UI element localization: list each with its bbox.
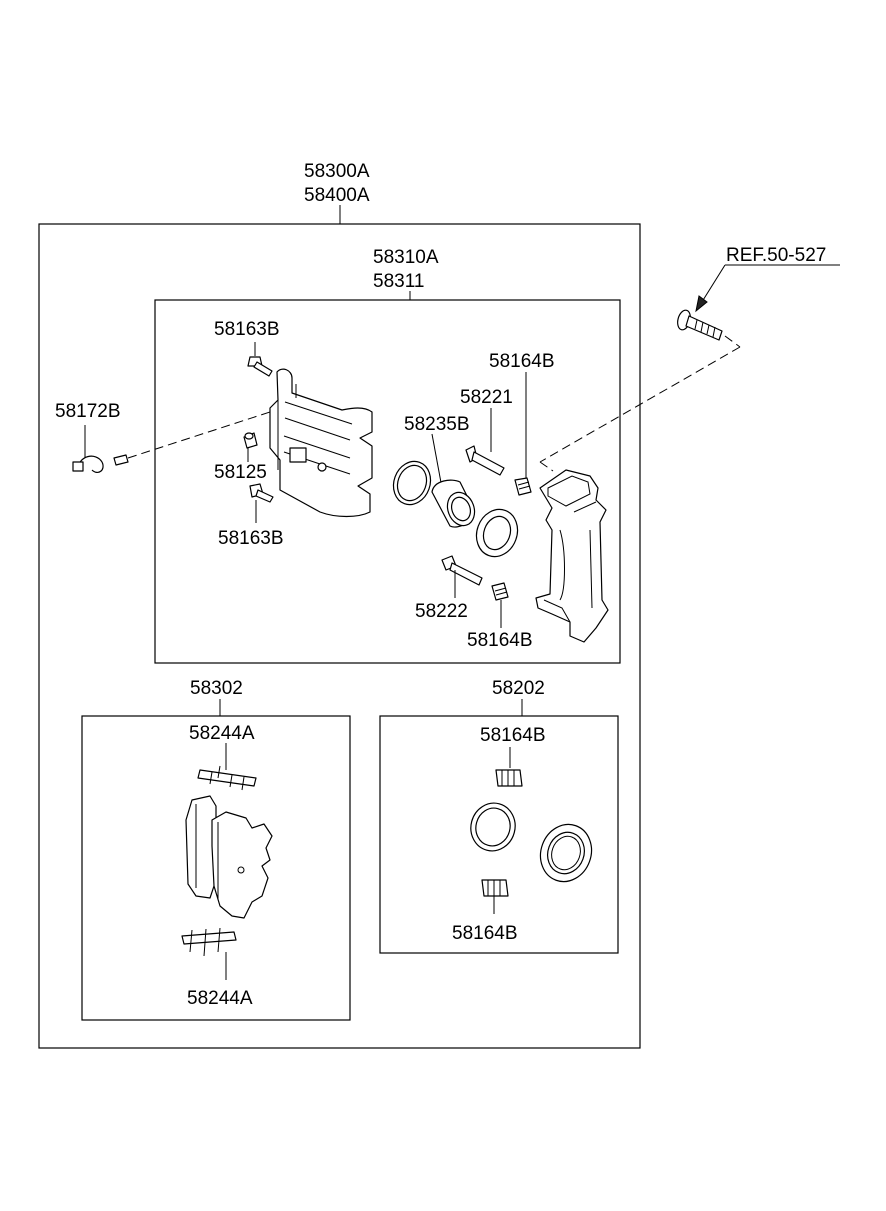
seal-boot-top-label: 58164B	[480, 725, 546, 746]
boot-upper-label: 58164B	[489, 351, 555, 372]
boot-lower-icon	[491, 582, 509, 628]
guide-pin-lower-icon	[441, 555, 483, 598]
bolt-lower-label: 58163B	[218, 528, 284, 549]
caliper-label-2: 58311	[373, 271, 424, 292]
ref-label[interactable]: REF.50-527	[726, 245, 826, 266]
caliper-label-1: 58310A	[373, 247, 439, 268]
caliper-frame	[154, 299, 621, 664]
caliper-housing-icon	[269, 368, 373, 518]
pin-upper-label: 58221	[460, 387, 513, 408]
pad-kit-frame	[81, 715, 351, 1021]
hose-clip-label: 58172B	[55, 401, 121, 422]
bleeder-label: 58125	[214, 462, 267, 483]
bolt-lower-icon	[249, 483, 274, 523]
ref-bolt-icon	[539, 264, 840, 472]
piston-label: 58235B	[404, 414, 470, 435]
shim-top-icon	[197, 743, 257, 791]
shim-bottom-icon	[181, 927, 237, 980]
piston-seal-icon	[392, 460, 432, 506]
assembly-frame	[38, 223, 641, 1049]
seal-kit-frame	[379, 715, 619, 954]
bolt-upper-label: 58163B	[214, 319, 280, 340]
assembly-label-1: 58300A	[304, 161, 370, 182]
seal-boot-bottom-label: 58164B	[452, 923, 518, 944]
pad-kit-label: 58302	[190, 678, 243, 699]
hose-clip-icon	[72, 411, 271, 474]
shim-top-label: 58244A	[189, 723, 255, 744]
boot-upper-icon	[514, 372, 532, 496]
seal-kit-boot-bottom-icon	[481, 879, 509, 914]
seal-kit-dust-boot-icon	[539, 823, 593, 883]
pin-lower-label: 58222	[415, 601, 468, 622]
seal-kit-boot-top-icon	[495, 747, 523, 787]
guide-pin-upper-icon	[465, 408, 505, 476]
shim-bottom-label: 58244A	[187, 988, 253, 1009]
boot-lower-label: 58164B	[467, 630, 533, 651]
brake-pads-icon	[185, 795, 273, 919]
seal-kit-label: 58202	[492, 678, 545, 699]
seal-kit-ring-icon	[470, 802, 516, 852]
bleeder-icon	[243, 432, 258, 449]
piston-icon	[431, 433, 519, 558]
bolt-upper-icon	[247, 342, 273, 377]
carrier-bracket-icon	[535, 469, 609, 643]
assembly-label-2: 58400A	[304, 185, 370, 206]
